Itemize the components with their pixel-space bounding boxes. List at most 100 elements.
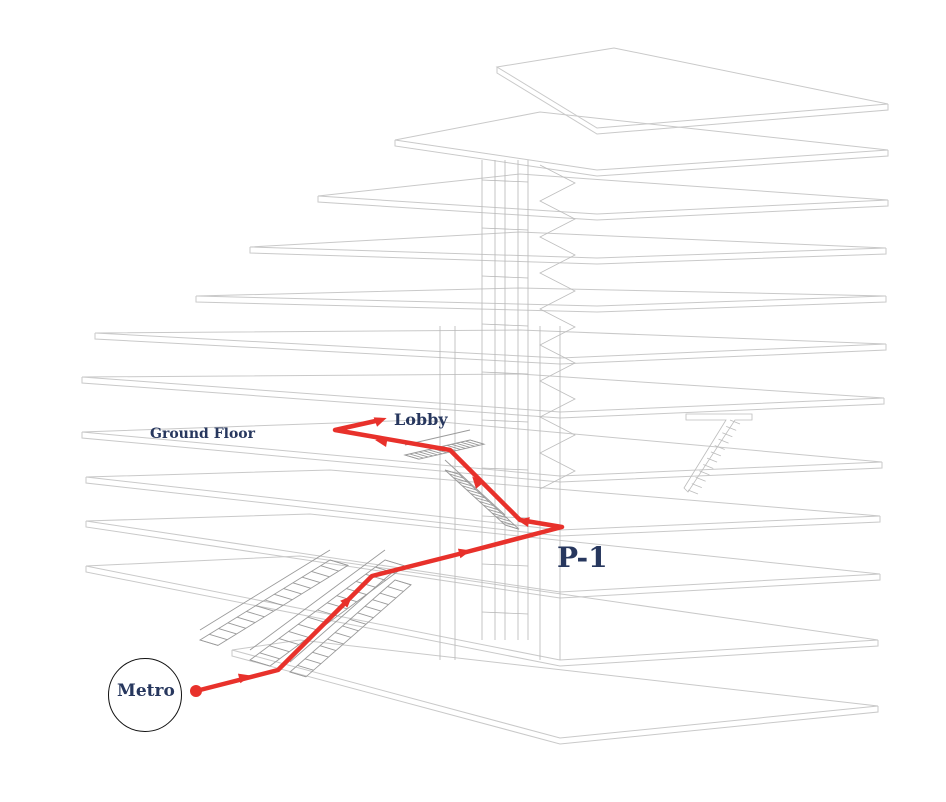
escalator-lobby-handrail <box>444 459 506 516</box>
escalator-lobby-step <box>496 516 511 522</box>
floor-slab-edge <box>496 67 889 135</box>
escalator-left-step <box>274 593 293 601</box>
escalator-center-handrail <box>249 549 386 651</box>
stair-tread <box>687 489 699 495</box>
escalator-left-step <box>283 588 302 595</box>
escalator-lobby-step <box>449 473 464 479</box>
route-arrow <box>472 476 484 489</box>
shaft-rung <box>481 371 529 375</box>
shaft-rung <box>481 227 529 231</box>
lobby-label: Lobby <box>394 410 448 429</box>
floor-slabs <box>81 47 889 745</box>
escalator-left-step <box>209 633 228 641</box>
route-arrow <box>457 548 471 559</box>
route-arrow <box>373 417 387 427</box>
escalator-left-step <box>227 622 246 629</box>
escalator-right-step <box>387 586 404 592</box>
escalator-lobby-step <box>462 485 477 491</box>
shaft-rung <box>481 419 529 423</box>
stair-tread <box>703 464 714 469</box>
floor-slab-edge <box>317 196 889 221</box>
route-line <box>195 417 565 694</box>
floor-slab <box>81 373 885 413</box>
escalator-left-step <box>292 582 311 589</box>
stair-tread <box>726 425 737 431</box>
escalator-upper-step <box>428 449 443 455</box>
escalator-left-step <box>264 599 284 606</box>
stairs <box>539 164 753 495</box>
escalator-left-step <box>199 639 219 646</box>
metro-label: Metro <box>117 681 175 701</box>
stair-tread <box>695 476 706 482</box>
escalator-lobby-step <box>487 508 502 514</box>
escalator-right-step <box>327 638 344 645</box>
stair-tread <box>710 451 722 457</box>
shaft-rung <box>481 563 529 567</box>
floor-slab <box>195 287 887 307</box>
escalator-right-step <box>304 658 322 665</box>
escalator-upper-step <box>409 453 424 459</box>
escalator-center-step <box>259 652 280 660</box>
escalator-left-step <box>218 628 237 635</box>
escalator-lobby-step <box>504 524 520 530</box>
route-path <box>190 417 565 697</box>
escalator-left-step <box>237 616 256 623</box>
escalator-right-step <box>334 632 352 638</box>
escalator-left-step <box>311 570 330 578</box>
escalator-right-step <box>312 651 329 658</box>
floor-slab <box>495 47 889 129</box>
stair-tread <box>718 438 729 444</box>
escalator-lobby-step <box>492 512 507 518</box>
stair-flight <box>539 164 576 490</box>
escalator-right-step <box>394 579 412 586</box>
stair-tread <box>691 483 702 489</box>
escalator-right-step <box>289 671 307 678</box>
route-start-dot <box>190 685 202 697</box>
shaft-rung <box>481 467 529 471</box>
escalator-lobby-step <box>479 500 494 507</box>
escalator-center-step <box>327 602 348 610</box>
floor-slab-edge <box>394 140 889 177</box>
escalator-center-step <box>298 623 319 631</box>
escalator-left-handrail <box>199 549 331 631</box>
shaft-rung <box>481 275 529 279</box>
route-arrow <box>237 673 251 684</box>
escalator-lobby-step <box>453 477 468 483</box>
escalator-upper-step <box>465 440 480 446</box>
escalator-lobby-step <box>474 497 490 503</box>
escalator-lobby-step <box>466 489 481 495</box>
route-arrow <box>517 517 530 527</box>
floor-slab-edge <box>195 296 887 313</box>
floor-slab <box>94 329 887 359</box>
shaft-rung <box>481 611 529 615</box>
escalator-left-step <box>302 576 321 583</box>
shaft-rung <box>481 323 529 327</box>
floor-slab <box>85 513 881 593</box>
elevator-core <box>439 160 561 660</box>
escalator-right-handrail <box>289 569 396 663</box>
route-arrow <box>340 595 353 608</box>
escalator-upper-step <box>469 439 485 445</box>
escalator-upper-step <box>423 450 438 456</box>
escalator-center-step <box>384 559 406 567</box>
floor-slab-edge <box>249 247 887 265</box>
floor-slab <box>231 639 879 739</box>
escalator-left-step <box>329 559 349 566</box>
floor-slab-edge <box>231 650 879 745</box>
floor-slab <box>249 231 887 259</box>
escalator-left-step <box>320 565 339 572</box>
escalator-center-step <box>269 645 290 653</box>
escalator-lobby-step <box>500 520 515 526</box>
escalator-left-step <box>255 605 274 612</box>
route-arrow <box>375 437 388 447</box>
escalator-center-step <box>288 630 309 638</box>
escalator-upper-step <box>418 451 434 457</box>
shaft-rung <box>481 179 529 183</box>
stair-tread <box>722 432 733 438</box>
escalator-right-step <box>349 618 367 625</box>
escalator-right-step <box>319 645 337 651</box>
escalator-right-step <box>372 599 389 605</box>
escalator-right-step <box>379 592 397 599</box>
escalator-upper-step <box>404 454 420 460</box>
